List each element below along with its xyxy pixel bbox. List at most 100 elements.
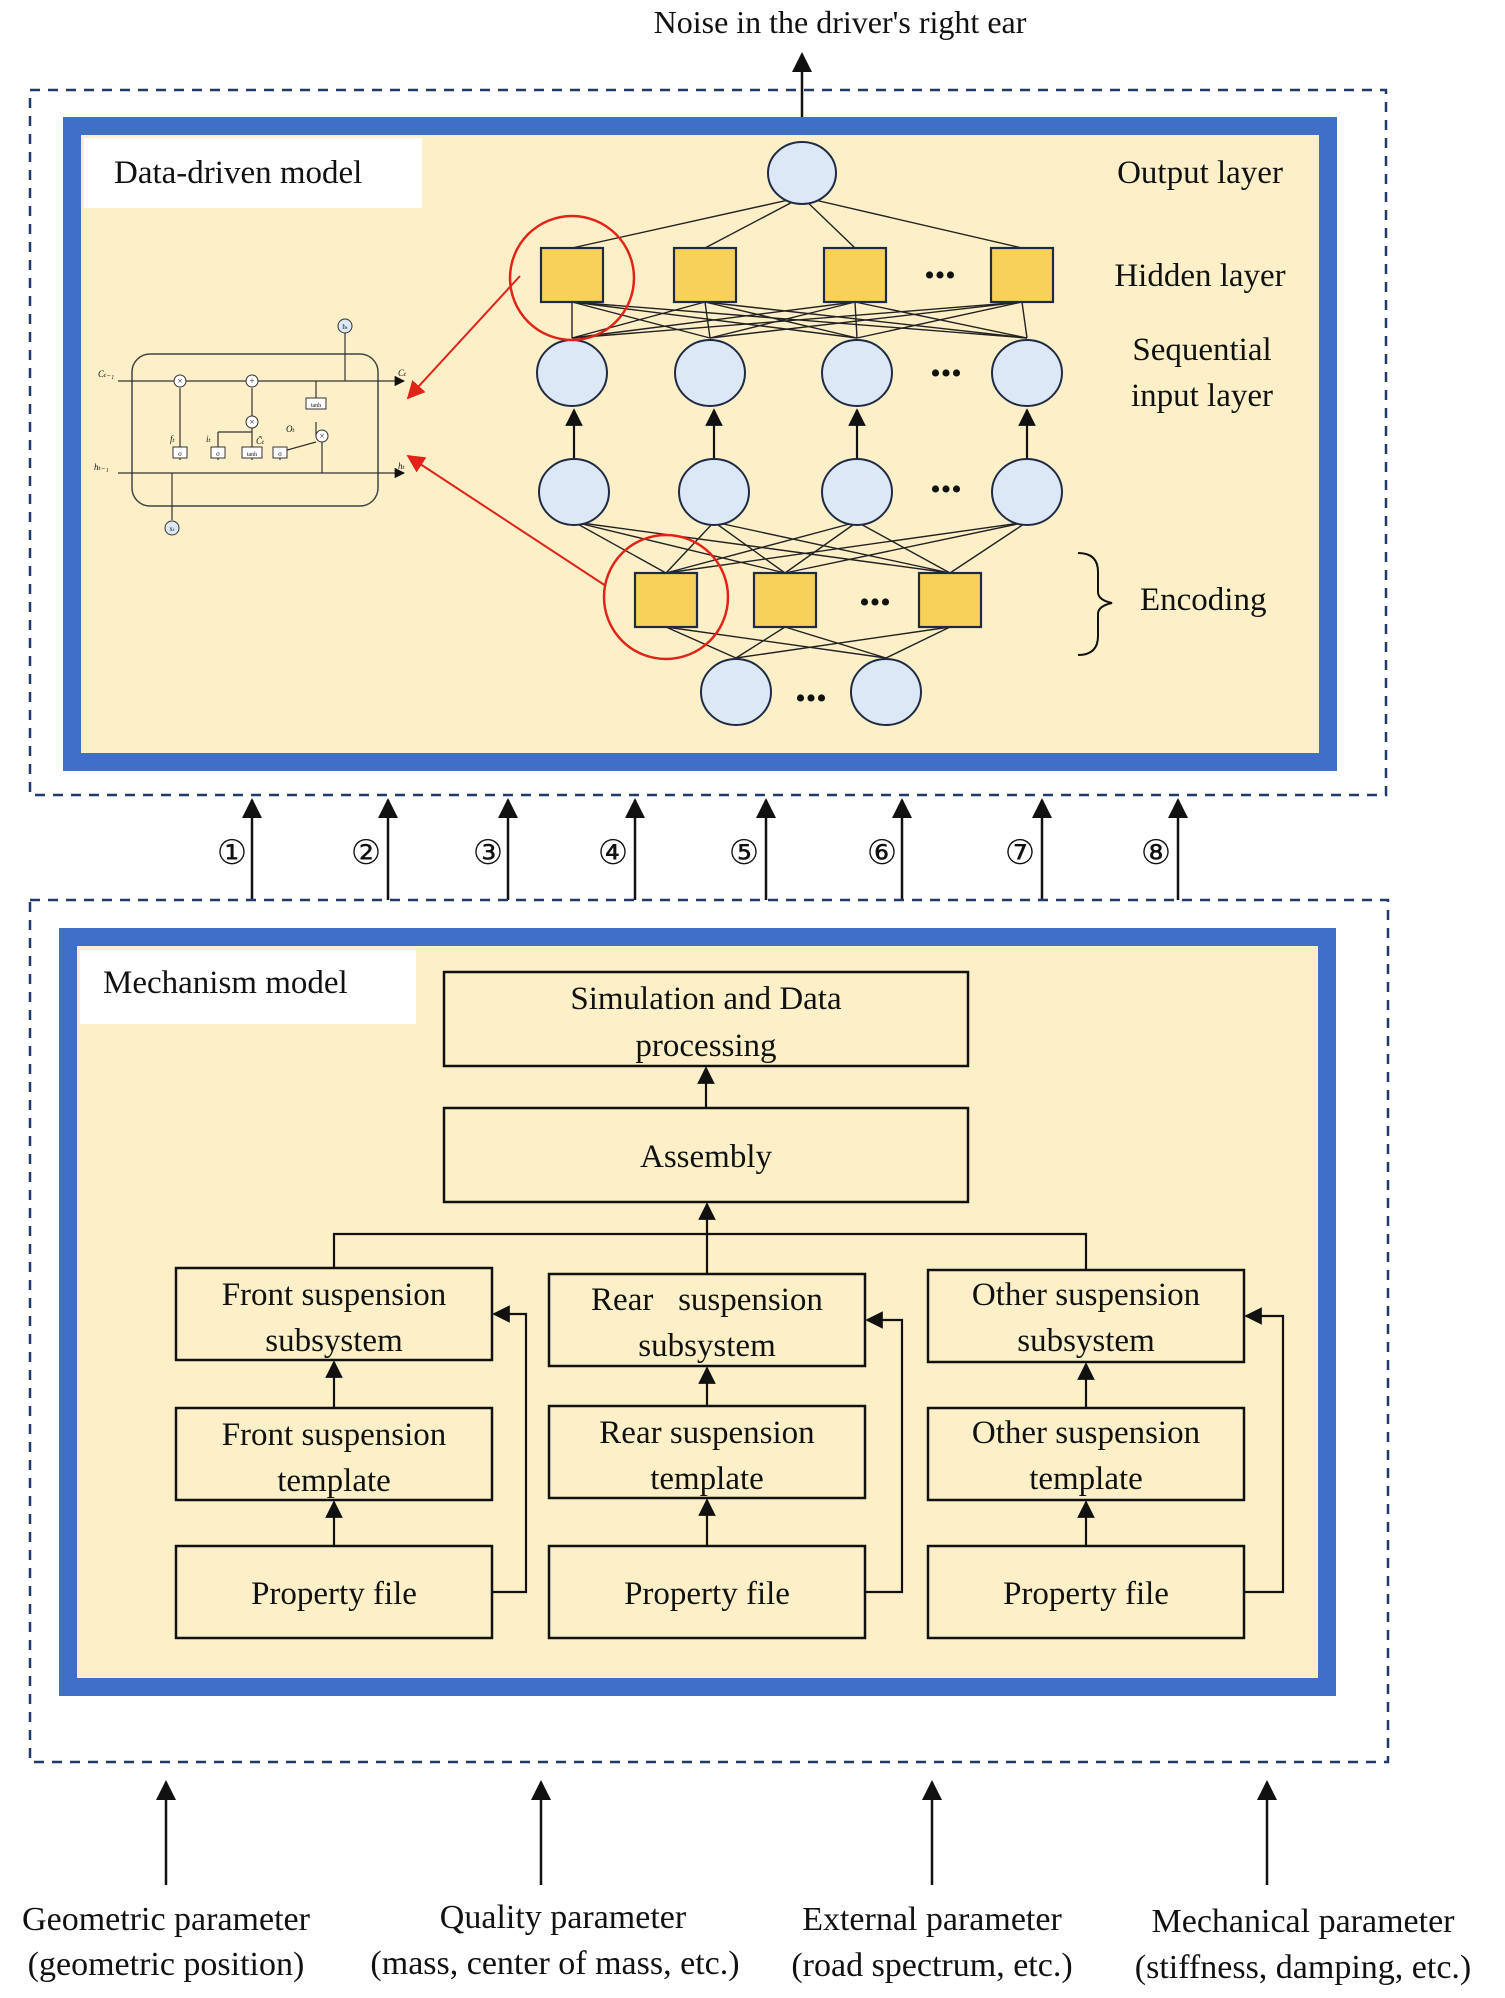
rear-template-label-2: template xyxy=(650,1461,764,1497)
encoding-ellipsis: ••• xyxy=(859,586,891,619)
connector-label-6: ⑥ xyxy=(867,835,897,872)
sequential-arrows xyxy=(565,408,1036,460)
lstm-mult-3: × xyxy=(319,431,324,441)
input-ellipsis: ••• xyxy=(795,682,827,715)
other-subsystem-label-2: subsystem xyxy=(1017,1323,1155,1359)
sequential-node-3 xyxy=(821,339,893,407)
connector-arrows xyxy=(242,798,1188,900)
lstm-ctilde-label: C̃ₜ xyxy=(256,436,265,446)
connector-label-1: ① xyxy=(217,835,247,872)
lower-node-1 xyxy=(538,458,610,526)
quality-param-label-2: (mass, center of mass, etc.) xyxy=(370,1945,739,1982)
lstm-mult-1: × xyxy=(177,376,182,386)
hidden-ellipsis: ••• xyxy=(924,259,956,292)
lstm-sigma-o: σ xyxy=(278,450,282,458)
output-noise-label: Noise in the driver's right ear xyxy=(654,4,1027,40)
hidden-square-1 xyxy=(539,246,605,304)
lstm-o-label: Oₜ xyxy=(286,424,295,434)
hidden-square-4 xyxy=(989,246,1055,304)
encoding-highlight-circle xyxy=(602,533,730,661)
lower-node-3 xyxy=(821,458,893,526)
lstm-x-input: xₜ xyxy=(169,525,175,533)
hidden-highlight-arrow xyxy=(406,275,521,400)
lstm-sigma-i: σ xyxy=(216,450,220,458)
data-driven-dashed-frame xyxy=(28,88,1388,797)
encoding-square-3 xyxy=(917,571,983,629)
mechanism-panel xyxy=(59,928,1336,1696)
input-node-1 xyxy=(700,658,772,726)
sequential-node-2 xyxy=(674,339,746,407)
mechanical-param-label-2: (stiffness, damping, etc.) xyxy=(1135,1949,1471,1986)
rear-property-label: Property file xyxy=(624,1576,790,1612)
encoding-square-2 xyxy=(752,571,818,629)
sequential-node-4 xyxy=(991,339,1063,407)
lstm-tanh-c: tanh xyxy=(247,452,257,458)
external-param-label-2: (road spectrum, etc.) xyxy=(791,1947,1072,1984)
mechanism-title-box xyxy=(80,950,416,1024)
lstm-plus: + xyxy=(249,376,254,386)
lstm-f-label: fₜ xyxy=(170,434,176,444)
lstm-mult-2: × xyxy=(249,417,254,427)
data-driven-title-box xyxy=(84,138,422,208)
lstm-c-prev: Cₜ₋₁ xyxy=(98,369,114,379)
external-param-label-1: External parameter xyxy=(802,1901,1062,1938)
output-node xyxy=(767,141,837,205)
sequential-layer-label-1: Sequential xyxy=(1132,332,1271,368)
other-template-label-2: template xyxy=(1029,1461,1143,1497)
simulation-label-1: Simulation and Data xyxy=(570,981,842,1017)
data-driven-title: Data-driven model xyxy=(114,155,362,191)
encoding-square-1 xyxy=(633,571,699,629)
geometric-param-label-2: (geometric position) xyxy=(28,1946,305,1983)
lstm-tanh-out: tanh xyxy=(311,403,321,409)
rear-template-label-1: Rear suspension xyxy=(599,1415,814,1451)
front-template-label-1: Front suspension xyxy=(222,1417,447,1453)
network-connections xyxy=(571,196,1028,659)
lstm-i-label: iₜ xyxy=(206,434,212,444)
lower-node-2 xyxy=(678,458,750,526)
input-node-2 xyxy=(850,658,922,726)
encoding-brace xyxy=(1077,552,1113,656)
mechanism-flow-arrows xyxy=(325,1066,1285,1594)
connector-label-7: ⑦ xyxy=(1005,835,1035,872)
connector-label-2: ② xyxy=(351,835,381,872)
connector-label-5: ⑤ xyxy=(729,835,759,872)
other-property-label: Property file xyxy=(1003,1576,1169,1612)
other-template-label-1: Other suspension xyxy=(972,1415,1200,1451)
encoding-label: Encoding xyxy=(1140,582,1266,618)
geometric-param-label-1: Geometric parameter xyxy=(22,1901,311,1938)
lstm-c-out: Cₜ xyxy=(398,368,407,378)
connector-label-4: ④ xyxy=(598,835,628,872)
hidden-layer-label: Hidden layer xyxy=(1114,258,1285,294)
sequential-layer-label-2: input layer xyxy=(1131,378,1273,414)
input-arrows xyxy=(156,1780,1277,1885)
lstm-cell-diagram: hₜ xₜ × + × × σ σ tanh σ xyxy=(94,318,407,536)
front-subsystem-label-1: Front suspension xyxy=(222,1277,447,1313)
lower-node-4 xyxy=(991,458,1063,526)
rear-subsystem-label-1: Rear suspension xyxy=(591,1282,823,1318)
sequential-node-1 xyxy=(536,339,608,407)
front-subsystem-label-2: subsystem xyxy=(265,1323,403,1359)
simulation-box xyxy=(442,970,970,1068)
connector-label-8: ⑧ xyxy=(1141,835,1171,872)
rear-subsystem-label-2: subsystem xyxy=(638,1328,776,1364)
mechanical-param-label-1: Mechanical parameter xyxy=(1152,1903,1456,1940)
connector-label-3: ③ xyxy=(473,835,503,872)
hidden-highlight-circle xyxy=(508,214,636,342)
hidden-square-2 xyxy=(672,246,738,304)
front-template-label-2: template xyxy=(277,1463,391,1499)
sequential-ellipsis: ••• xyxy=(930,357,962,390)
assembly-label: Assembly xyxy=(640,1139,773,1175)
quality-param-label-1: Quality parameter xyxy=(440,1899,687,1936)
lstm-sigma-f: σ xyxy=(178,450,182,458)
simulation-label-2: processing xyxy=(635,1028,776,1064)
other-subsystem-label-1: Other suspension xyxy=(972,1277,1200,1313)
mechanism-title: Mechanism model xyxy=(103,965,348,1001)
lstm-h-prev: hₜ₋₁ xyxy=(94,462,109,472)
lower-ellipsis: ••• xyxy=(930,473,962,506)
output-layer-label: Output layer xyxy=(1117,155,1283,191)
front-property-label: Property file xyxy=(251,1576,417,1612)
hidden-square-3 xyxy=(822,246,888,304)
mechanism-dashed-frame xyxy=(28,898,1390,1764)
encoding-highlight-arrow xyxy=(406,455,607,587)
